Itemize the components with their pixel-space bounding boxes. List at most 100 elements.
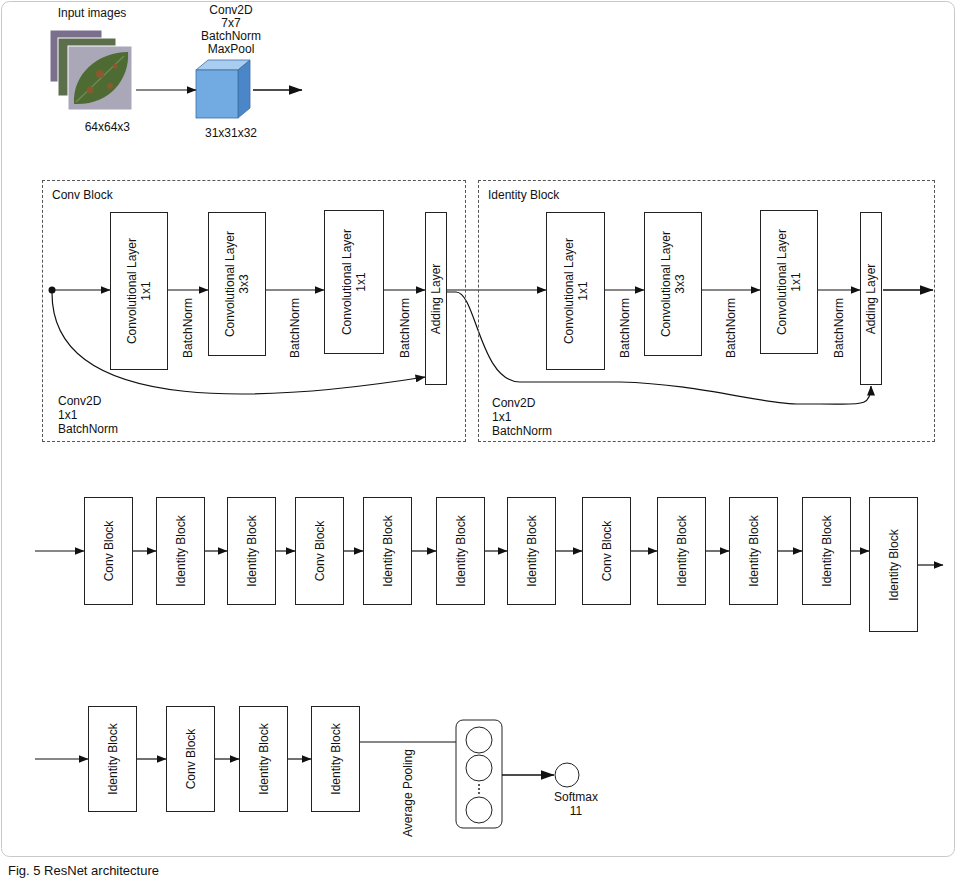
- connector: [485, 550, 507, 551]
- ellipsis-dot: [478, 784, 480, 786]
- connector: [778, 550, 802, 551]
- block-label: Conv Block: [313, 521, 327, 582]
- block-box: Conv Block: [166, 706, 215, 812]
- pooling-label: Average Pooling: [401, 749, 415, 837]
- block-label: Adding Layer: [864, 263, 878, 334]
- neuron: [466, 797, 492, 823]
- connector: [851, 550, 869, 551]
- block-box: Identity Block: [227, 497, 276, 605]
- norm-label: BatchNorm: [832, 298, 846, 358]
- softmax-node: Softmax 11: [554, 762, 580, 788]
- input-arrow: [55, 289, 110, 290]
- softmax-arrow: [502, 774, 554, 776]
- connector: [288, 758, 311, 759]
- connector: [344, 550, 363, 551]
- layer-label: Convolutional Layer 1x1: [125, 232, 153, 350]
- block-box: Conv Block: [84, 497, 133, 605]
- block-box: Identity Block: [156, 497, 205, 605]
- dense-layer: [456, 720, 502, 828]
- block-label: Identity Block: [525, 515, 539, 586]
- block-label: Identity Block: [245, 515, 259, 586]
- block-box: Identity Block: [88, 706, 137, 812]
- connector: [702, 289, 760, 290]
- layer-label: Convolutional Layer 1x1: [340, 223, 368, 341]
- block-label: Identity Block: [747, 515, 761, 586]
- norm-label: BatchNorm: [724, 298, 738, 358]
- softmax-circle: [554, 762, 580, 788]
- layer-label: Convolutional Layer 3x3: [659, 225, 687, 343]
- pooling-wire: [360, 741, 456, 742]
- block-label: Identity Block: [329, 723, 343, 794]
- connector: [605, 289, 644, 290]
- connector: [205, 550, 227, 551]
- output-arrow: [253, 89, 302, 91]
- feature-cube: Conv2D 7x7 BatchNorm MaxPool31x31x32: [196, 4, 266, 144]
- block-label: Identity Block: [454, 515, 468, 586]
- softmax-label: Softmax 11: [554, 790, 598, 818]
- block-box: Identity Block: [657, 497, 706, 605]
- norm-label: BatchNorm: [618, 298, 632, 358]
- image-card: [68, 46, 132, 110]
- layer-label: Convolutional Layer 1x1: [562, 232, 590, 350]
- block-box: Identity Block: [311, 706, 360, 812]
- leaf-vein: [76, 56, 124, 102]
- input-arrow: [35, 758, 88, 759]
- operation-label: Conv2D 7x7 BatchNorm MaxPool: [201, 4, 261, 56]
- conv-layer: Convolutional Layer 3x3: [208, 212, 266, 356]
- leaf-spot: [113, 64, 118, 69]
- softmax-outline: [555, 763, 579, 787]
- image-title: Input images: [48, 6, 136, 20]
- output-arrow: [883, 289, 933, 291]
- block-box: Conv Block: [295, 497, 344, 605]
- block-label: Identity Block: [257, 723, 271, 794]
- leaf-spot: [107, 83, 113, 89]
- layer-label: Convolutional Layer 3x3: [223, 225, 251, 343]
- connector: [412, 550, 436, 551]
- block-label: Adding Layer: [429, 263, 443, 334]
- connector: [384, 289, 425, 290]
- norm-label: BatchNorm: [398, 298, 412, 358]
- block-box: Identity Block: [239, 706, 288, 812]
- figure-border: [2, 2, 955, 857]
- connector: [276, 550, 295, 551]
- block-box: Identity Block: [507, 497, 556, 605]
- size-label: 64x64x3: [85, 120, 130, 134]
- block-label: Conv Block: [184, 729, 198, 790]
- block-box: Identity Block: [729, 497, 778, 605]
- adding-layer: Adding Layer: [860, 212, 882, 385]
- block-label: Identity Block: [106, 723, 120, 794]
- connector: [168, 289, 208, 290]
- connector: [818, 289, 860, 290]
- input-arrow: [35, 550, 84, 551]
- figure-caption: Fig. 5 ResNet architecture: [8, 863, 159, 879]
- leaf-spot: [87, 87, 94, 94]
- connector: [133, 550, 156, 551]
- block-label: Conv Block: [600, 521, 614, 582]
- connector: [706, 550, 729, 551]
- cube-side: [238, 60, 250, 118]
- norm-label: BatchNorm: [181, 298, 195, 358]
- block-heading: Identity Block: [488, 188, 559, 202]
- leaf-spot: [96, 70, 104, 78]
- connector: [631, 550, 657, 551]
- connector: [556, 550, 582, 551]
- skip-label: Conv2D 1x1 BatchNorm: [492, 396, 552, 438]
- connector: [136, 89, 196, 90]
- block-box: Conv Block: [582, 497, 631, 605]
- block-box: Identity Block: [436, 497, 485, 605]
- block-label: Conv Block: [102, 521, 116, 582]
- connector: [137, 758, 166, 759]
- block-label: Identity Block: [174, 515, 188, 586]
- block-frame: Identity BlockConvolutional Layer 1x1Con…: [478, 180, 935, 442]
- conv-layer: Convolutional Layer 1x1: [546, 212, 605, 370]
- ellipsis-dot: [478, 788, 480, 790]
- layer-label: Convolutional Layer 1x1: [775, 223, 803, 341]
- conv-layer: Convolutional Layer 1x1: [110, 212, 168, 370]
- connector: [215, 758, 239, 759]
- conv-layer: Convolutional Layer 1x1: [760, 210, 818, 354]
- conv-layer: Convolutional Layer 1x1: [324, 210, 384, 354]
- conv-layer: Convolutional Layer 3x3: [644, 212, 702, 356]
